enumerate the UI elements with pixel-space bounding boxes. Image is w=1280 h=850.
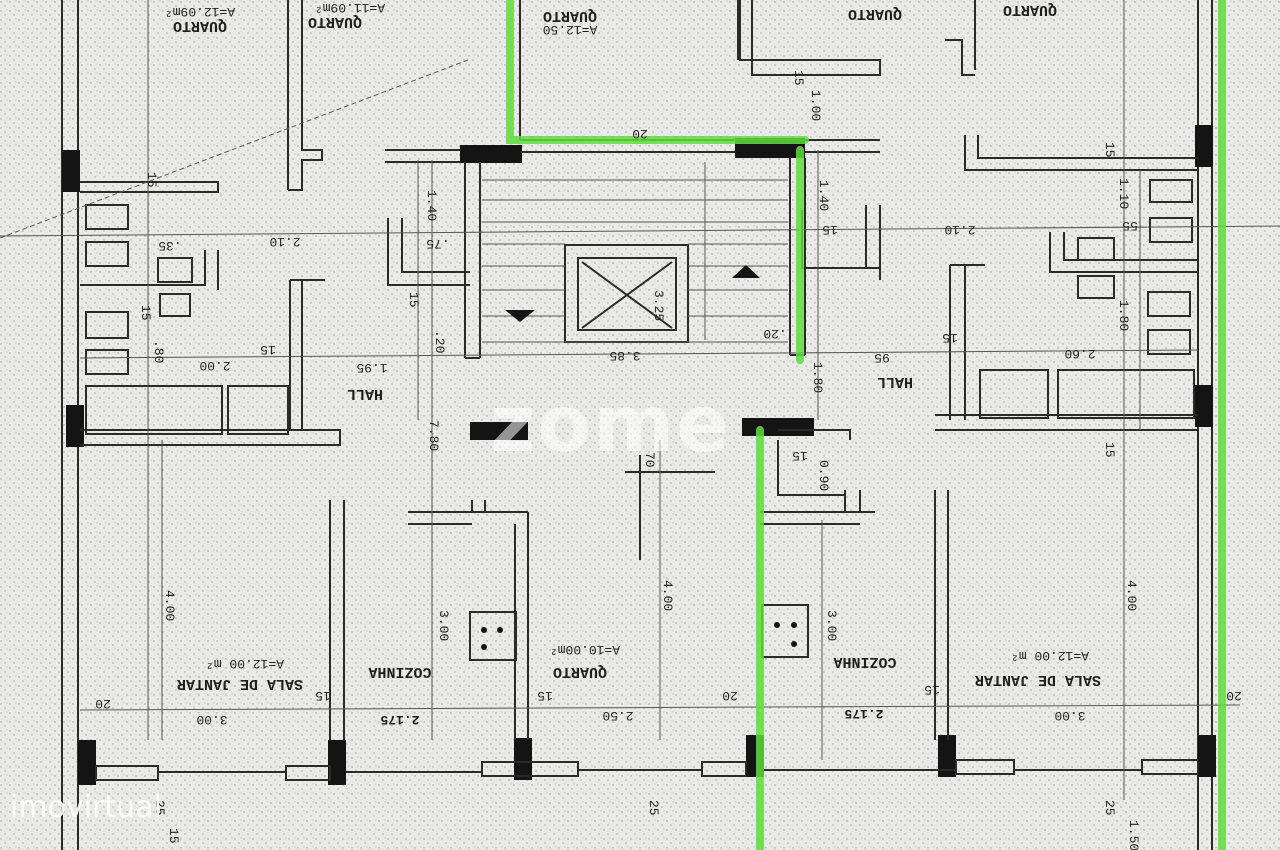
dim-label: 3.00 — [196, 712, 227, 727]
dim-label: 1.40 — [424, 190, 439, 221]
dim-label: .20 — [432, 330, 447, 353]
dim-label: 15 — [942, 330, 958, 345]
dim-label: 2.00 — [199, 358, 230, 373]
stairs — [482, 162, 788, 343]
highlight-marks — [506, 0, 1226, 850]
dim-label: 1.80 — [810, 362, 825, 393]
room-quarto-tl2-area: A=11.09m² — [315, 0, 385, 15]
room-quarto-tr1: QUARTO — [848, 5, 902, 22]
dim-label: 15 — [924, 682, 940, 697]
dim-label: 1.00 — [808, 90, 823, 121]
dim-label: 15 — [792, 448, 808, 463]
dim-label: 4.00 — [162, 590, 177, 621]
dim-label: 1.80 — [1116, 300, 1131, 331]
dim-label: 15 — [138, 305, 153, 321]
room-quarto-tl2: QUARTO — [308, 13, 362, 30]
dim-label: 4.00 — [1124, 580, 1139, 611]
dim-label: 1.40 — [816, 180, 831, 211]
dim-label: 15 — [1102, 442, 1117, 458]
dim-label: 3.00 — [1054, 708, 1085, 723]
dim-label: 25 — [646, 800, 661, 816]
dim-label: 15 — [791, 70, 806, 86]
room-sala-right-area: A=12.00 m² — [1011, 648, 1089, 663]
dim-label: 2.10 — [269, 234, 300, 249]
room-quarto-bottom: QUARTO — [553, 663, 607, 680]
dim-label: 15 — [260, 342, 276, 357]
dimension-labels: 15 2.10 .35 15 .80 2.00 15 1.95 7.80 1.4… — [95, 70, 1242, 850]
dim-label: 2.10 — [944, 222, 975, 237]
dim-label: 1.50 — [1126, 820, 1141, 850]
dim-label: .35 — [158, 238, 181, 253]
dim-label: 20 — [1226, 688, 1242, 703]
room-cozinha-left: COZINHA — [368, 663, 431, 680]
room-sala-left-area: A=12.00 m² — [206, 656, 284, 671]
dim-label: 3.00 — [436, 610, 451, 641]
room-quarto-tl: QUARTO — [173, 17, 227, 34]
dim-label: 1.95 — [356, 360, 387, 375]
dim-label: 2.175 — [380, 712, 419, 727]
dim-label: 15 — [1102, 142, 1117, 158]
dim-label: 0.90 — [816, 460, 831, 491]
dim-label: 3.00 — [824, 610, 839, 641]
dim-label: 2.175 — [844, 706, 883, 721]
room-hall-left: HALL — [347, 385, 383, 402]
dim-label: 25 — [1102, 800, 1117, 816]
dim-label: 20 — [722, 688, 738, 703]
dim-label: 15 — [166, 828, 181, 844]
dim-label: .20 — [763, 326, 786, 341]
dim-label: 3.85 — [609, 348, 640, 363]
dim-label: 15 — [315, 688, 331, 703]
watermark-zome: zome — [490, 380, 732, 470]
room-sala-left: SALA DE JANTAR — [177, 675, 303, 692]
dim-label: 70 — [642, 452, 657, 468]
room-quarto-tl-area: A=12.09m² — [165, 4, 235, 19]
dim-label: 2.50 — [602, 708, 633, 723]
dim-label: 20 — [632, 126, 648, 141]
dim-label: 20 — [95, 696, 111, 711]
window-sills — [95, 759, 1199, 781]
room-quarto-bottom-area: A=10.00m² — [550, 642, 620, 657]
dim-label: 25 — [152, 800, 167, 816]
fixtures — [85, 179, 1195, 661]
room-sala-right: SALA DE JANTAR — [975, 671, 1101, 688]
dim-label: 55 — [1122, 218, 1138, 233]
dimension-lines — [0, 0, 1280, 800]
dim-label: 15 — [822, 222, 838, 237]
dim-label: 15 — [406, 292, 421, 308]
room-labels: QUARTO A=12.09m² QUARTO A=11.09m² QUARTO… — [165, 0, 1101, 692]
watermark-imovirtual: imovirtual — [10, 790, 162, 825]
dim-label: 95 — [874, 350, 890, 365]
room-quarto-top: QUARTO — [543, 7, 597, 24]
dim-label: 3.25 — [651, 290, 666, 321]
dim-label: 7.80 — [426, 420, 441, 451]
dim-label: .75 — [426, 236, 449, 251]
room-quarto-top-area: A=12.50 — [543, 22, 598, 37]
dim-label: 15 — [537, 688, 553, 703]
room-cozinha-right: COZINHA — [833, 653, 896, 670]
room-hall-right: HALL — [877, 373, 913, 390]
room-quarto-tr2: QUARTO — [1003, 1, 1057, 18]
dim-label: 4.00 — [660, 580, 675, 611]
pencil-diagonal — [0, 59, 469, 239]
dim-label: 1.10 — [1116, 178, 1131, 209]
dim-label: 15 — [144, 172, 159, 188]
dim-label: 2.60 — [1064, 346, 1095, 361]
dim-label: .80 — [151, 340, 166, 363]
